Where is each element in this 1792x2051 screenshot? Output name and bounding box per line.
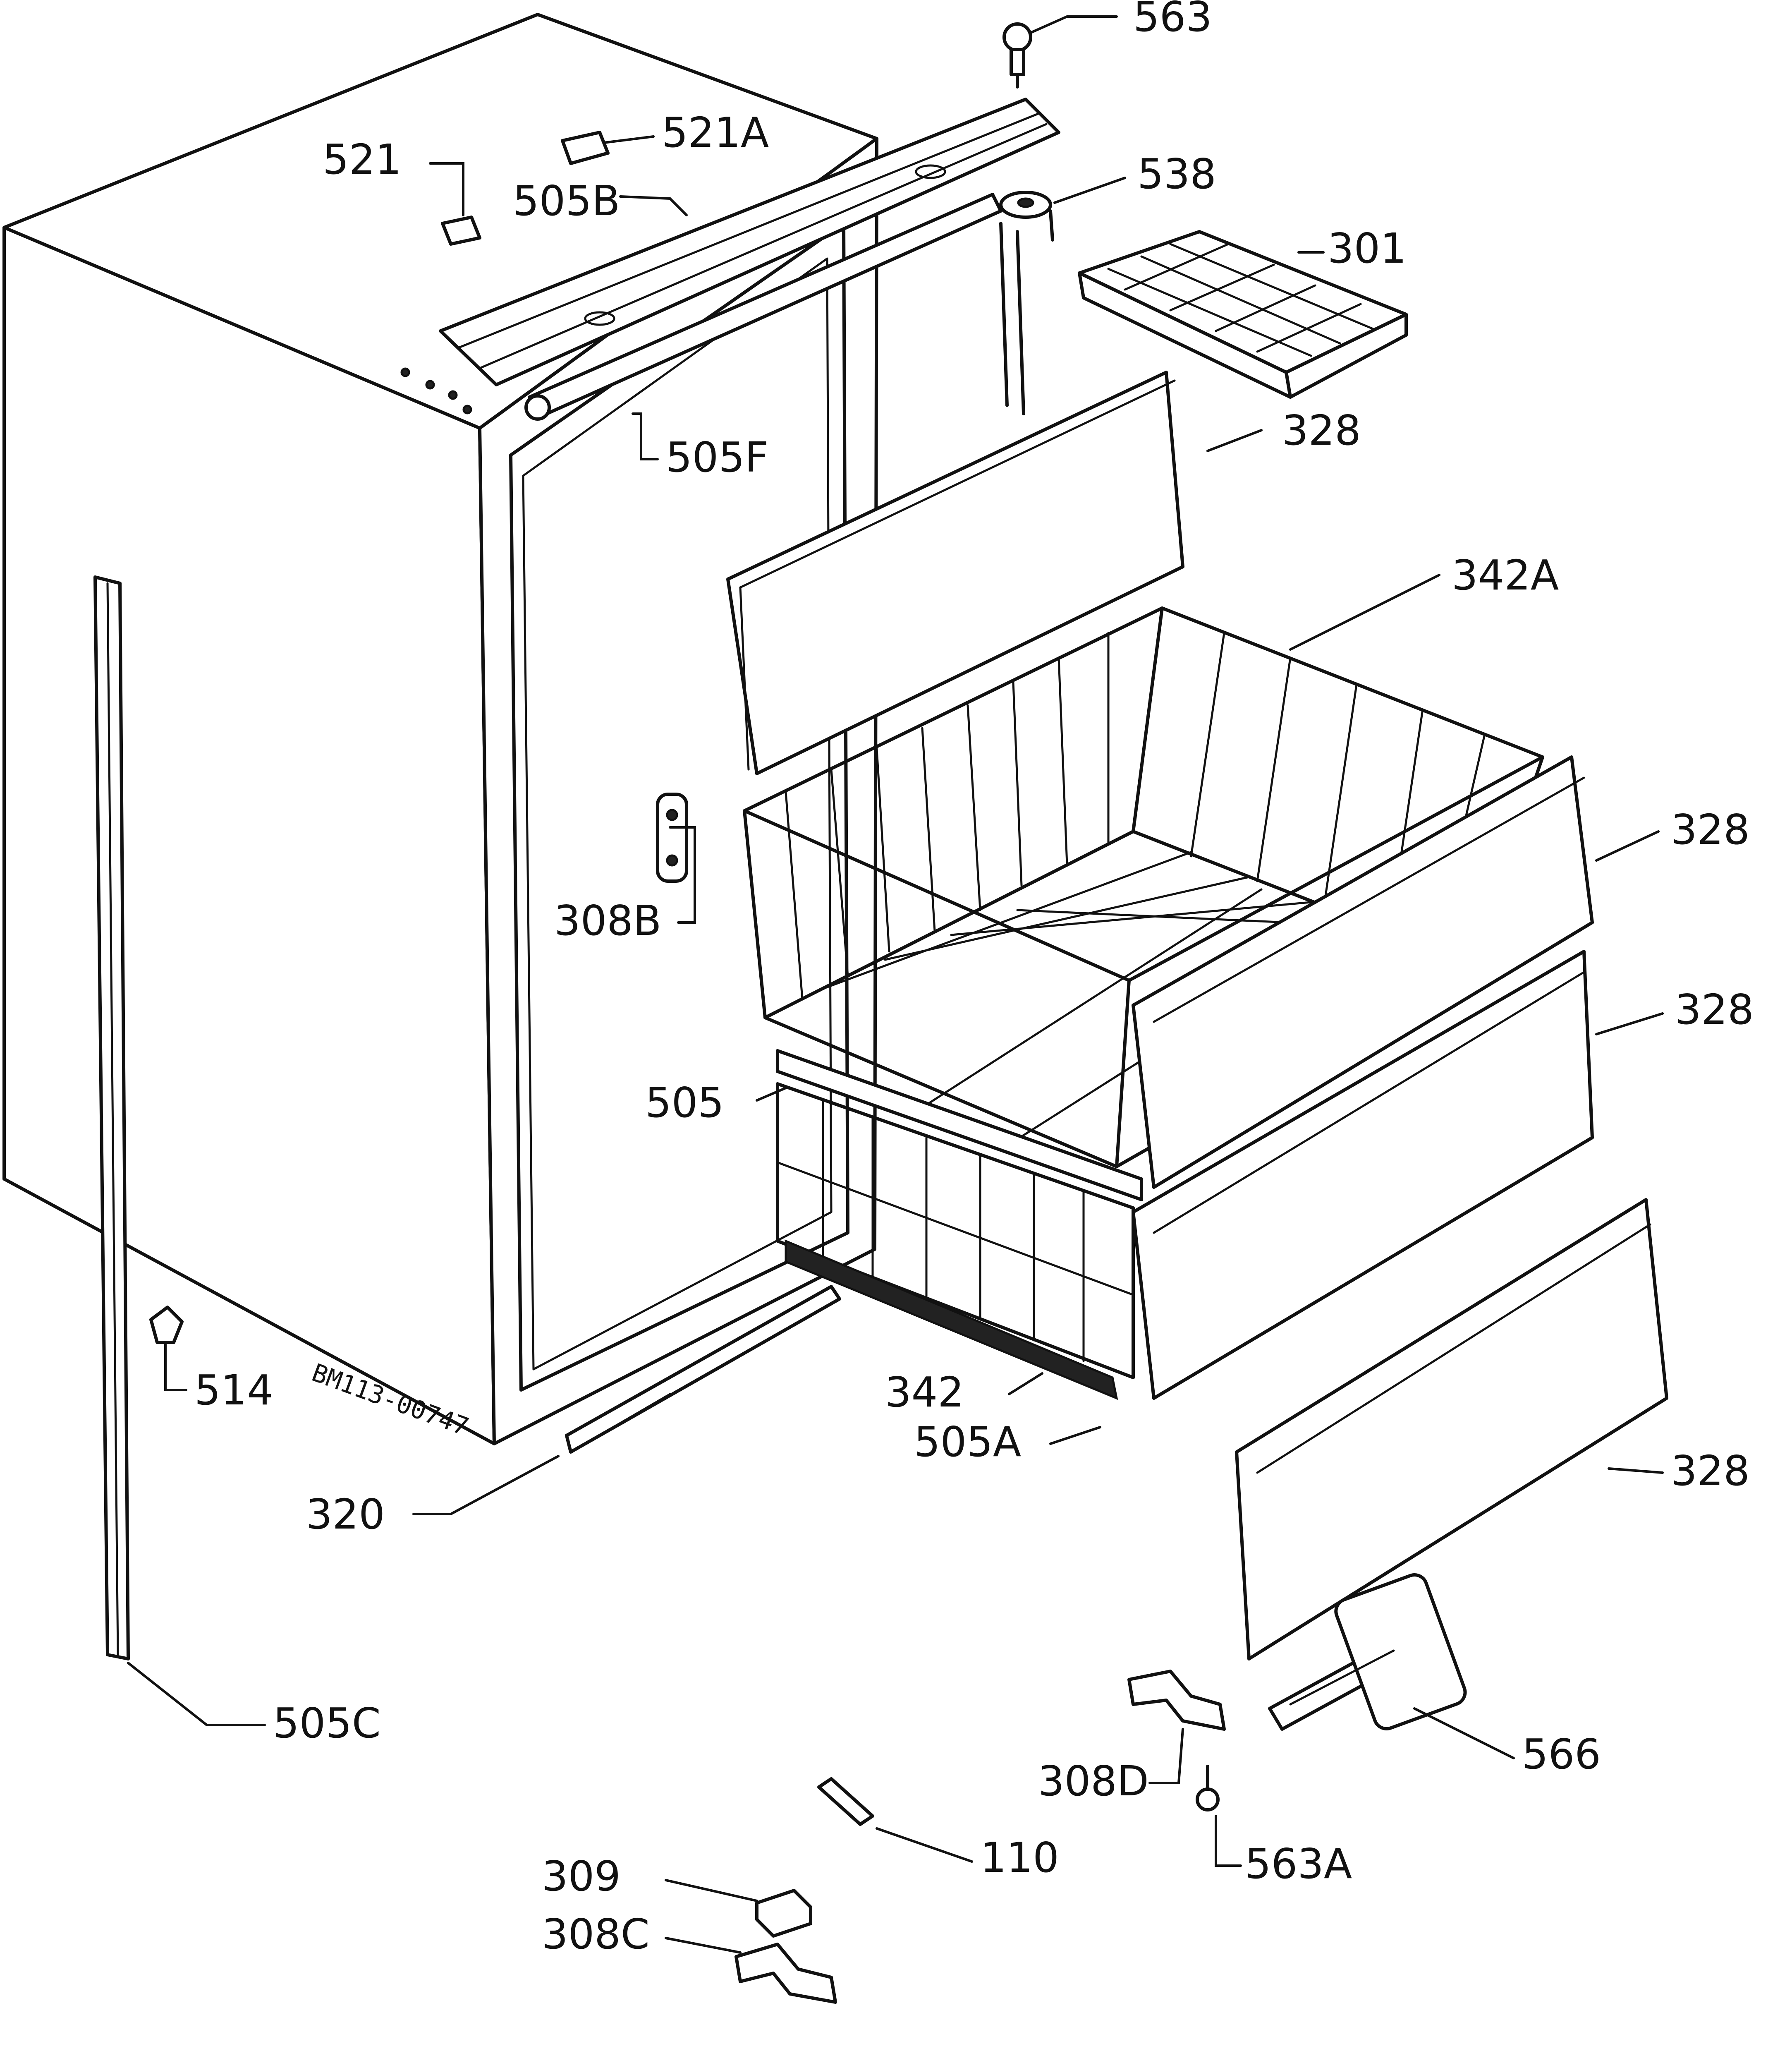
bracket-308b — [656, 793, 688, 883]
label-505b: 505B — [513, 177, 620, 225]
block-309 — [755, 1889, 812, 1938]
screw-563a — [1196, 1765, 1220, 1811]
drawer-front-328-bottom — [1235, 1198, 1668, 1660]
screw-hole — [400, 367, 410, 377]
handle-566 — [1268, 1573, 1467, 1731]
basket-342 — [776, 1082, 1135, 1379]
screw-hole — [448, 390, 458, 400]
label-505a: 505A — [914, 1418, 1021, 1466]
screw-hole — [462, 405, 472, 415]
label-301: 301 — [1328, 224, 1407, 273]
gasket-505 — [776, 1049, 1143, 1201]
label-342a: 342A — [1452, 551, 1559, 599]
label-521: 521 — [323, 135, 402, 184]
label-514: 514 — [194, 1366, 273, 1414]
top-rail-505b — [439, 98, 1060, 386]
foot-514 — [149, 1306, 184, 1344]
label-521a: 521A — [662, 108, 769, 157]
drawer-front-328-r2 — [1132, 950, 1594, 1400]
leader-lines — [127, 15, 1664, 1954]
label-566: 566 — [1522, 1730, 1601, 1778]
hinge-pin — [999, 222, 1009, 407]
label-110: 110 — [980, 1833, 1059, 1882]
ice-tray-301 — [1078, 230, 1408, 399]
gasket-505f — [524, 193, 1002, 421]
gasket-505c — [93, 575, 130, 1660]
bracket-308c — [735, 1943, 837, 2004]
rail-320 — [565, 1285, 841, 1454]
label-308b: 308B — [554, 896, 661, 945]
drawer-front-328-r1 — [1132, 755, 1594, 1189]
label-308d: 308D — [1038, 1757, 1149, 1805]
label-505c: 505C — [273, 1699, 381, 1747]
label-328-top: 328 — [1282, 406, 1361, 455]
label-505f: 505F — [666, 433, 768, 482]
screw-hole — [425, 380, 435, 390]
part-521 — [441, 216, 481, 246]
part-538 — [999, 191, 1054, 242]
label-538: 538 — [1137, 150, 1216, 198]
label-505: 505 — [645, 1078, 724, 1127]
roller-110 — [817, 1777, 874, 1826]
part-563 — [1002, 22, 1032, 89]
label-328-r1: 328 — [1671, 805, 1750, 854]
bracket-308d — [1127, 1670, 1226, 1731]
hinge-pin — [1016, 230, 1025, 415]
label-342: 342 — [885, 1368, 964, 1416]
label-563: 563 — [1133, 0, 1212, 41]
label-309: 309 — [542, 1852, 621, 1900]
part-521a — [561, 131, 610, 165]
label-328-r2: 328 — [1675, 985, 1754, 1034]
label-563a: 563A — [1245, 1840, 1352, 1888]
label-308c: 308C — [542, 1910, 650, 1958]
label-320: 320 — [306, 1490, 385, 1538]
strip-505a — [785, 1239, 1118, 1400]
drawer-front-328-top — [726, 371, 1184, 775]
label-328-bottom: 328 — [1671, 1447, 1750, 1495]
